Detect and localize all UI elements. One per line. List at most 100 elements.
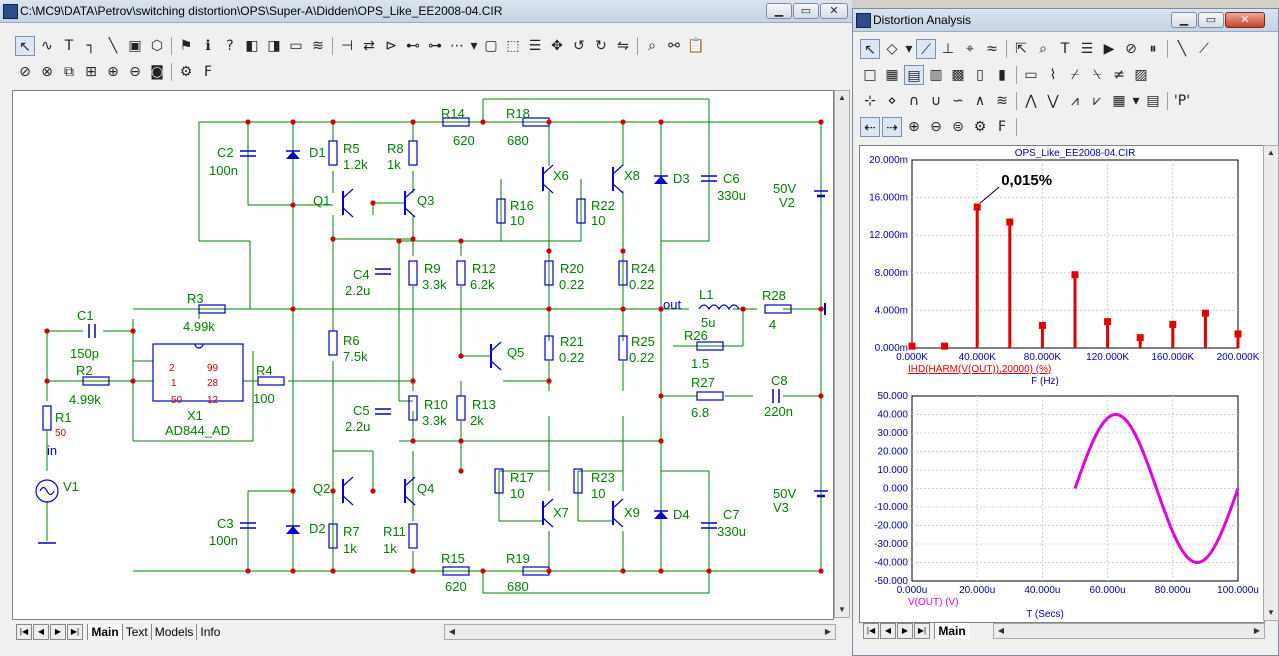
zoom-out-icon[interactable]: ⊖ <box>129 64 141 80</box>
bottom-icon[interactable]: ⩗ <box>1093 93 1101 109</box>
gate-icon[interactable]: ⊳ <box>385 38 397 54</box>
dist-tab-main[interactable]: Main <box>934 623 969 639</box>
component-2-icon[interactable]: ◨ <box>267 38 281 54</box>
dist-tab-prev-button[interactable]: ◀ <box>880 623 896 639</box>
main-titlebar[interactable]: C:\MC9\DATA\Petrov\switching distortion\… <box>0 0 852 23</box>
shapes-icon[interactable]: ◇ <box>886 41 898 57</box>
line-icon[interactable]: ╲ <box>108 38 118 54</box>
connector-icon[interactable]: ⊶ <box>428 38 442 54</box>
polygon-icon[interactable]: ⬡ <box>150 38 164 54</box>
zoom-in-icon[interactable]: ⊕ <box>107 64 119 80</box>
plot-vertical-scrollbar[interactable]: ▲ ▼ <box>1263 145 1279 621</box>
text-icon[interactable]: T <box>1060 41 1070 57</box>
tab-info[interactable]: Info <box>196 624 223 640</box>
pointer-icon[interactable]: ⇱ <box>1015 41 1027 57</box>
slope-icon[interactable]: ∧ <box>974 93 986 109</box>
help-icon[interactable]: ? <box>226 38 234 54</box>
window-icon[interactable]: ▢ <box>484 38 498 54</box>
spline-icon[interactable]: ⌇ <box>1049 67 1057 83</box>
text-icon[interactable]: T <box>64 38 74 54</box>
minor-grid-icon[interactable]: ▤ <box>904 65 924 85</box>
scroll-up-arrow[interactable]: ▲ <box>838 93 846 102</box>
high-icon[interactable]: ∩ <box>908 93 920 109</box>
border-icon[interactable]: ▭ <box>1024 67 1038 83</box>
font-icon[interactable]: F <box>203 64 213 80</box>
stop-icon[interactable]: ⊘ <box>19 64 31 80</box>
stop-icon[interactable]: ⊘ <box>1125 41 1137 57</box>
restore-button[interactable]: ▭ <box>793 3 819 19</box>
tab-last-button[interactable]: ▶| <box>67 624 83 640</box>
plot-scroll-right-arrow[interactable]: ▶ <box>1253 626 1261 635</box>
bus-icon[interactable]: ⇄ <box>363 38 375 54</box>
dropdown-arrow-icon[interactable]: ▾ <box>1132 93 1140 109</box>
dist-tab-last-button[interactable]: ▶| <box>914 623 930 639</box>
attribute-icon[interactable]: ≋ <box>312 38 324 54</box>
settings-icon[interactable]: ⚙ <box>179 64 193 80</box>
cursor-c-icon[interactable]: ≠ <box>1113 67 1125 83</box>
cursor-a-icon[interactable]: ⌿ <box>1070 67 1080 83</box>
major-grid-icon[interactable]: ▥ <box>929 67 943 83</box>
schematic-horizontal-scrollbar[interactable]: ◀ ▶ <box>444 624 836 640</box>
dist-tab-first-button[interactable]: |◀ <box>863 623 879 639</box>
dist-minimize-button[interactable]: ▁ <box>1171 12 1197 28</box>
info-icon[interactable]: ℹ <box>205 38 211 54</box>
plot-horizontal-scrollbar[interactable]: ◀ ▶ <box>993 623 1265 639</box>
zoom-in-icon[interactable]: ⊕ <box>908 119 920 135</box>
scroll-right-arrow[interactable]: ▶ <box>824 627 832 636</box>
pin-icon[interactable]: ⊣ <box>340 38 354 54</box>
copy-icon[interactable]: ⧉ <box>64 64 74 80</box>
grid-plot-icon[interactable]: ▦ <box>885 67 899 83</box>
properties-icon[interactable]: ☰ <box>1080 41 1094 57</box>
mirror-icon[interactable]: ⇋ <box>617 38 629 54</box>
camera-icon[interactable]: ◙ <box>150 64 164 80</box>
inflect-icon[interactable]: ∽ <box>952 93 964 109</box>
table-icon[interactable]: ▤ <box>1146 93 1160 109</box>
minimize-button[interactable]: ▁ <box>766 3 792 19</box>
schematic-vertical-scrollbar[interactable]: ▲ ▼ <box>834 90 850 618</box>
distortion-titlebar[interactable]: Distortion Analysis ▁ ▭ ✕ <box>853 9 1278 32</box>
select-arrow-icon[interactable]: ↖ <box>860 39 880 59</box>
font-icon[interactable]: F <box>997 119 1007 135</box>
cursor-icon[interactable]: ⌖ <box>966 41 974 57</box>
level-icon[interactable]: ≋ <box>996 93 1008 109</box>
layout-icon[interactable]: ▯ <box>976 67 984 83</box>
line-icon[interactable]: ╲ <box>1177 41 1187 57</box>
top-icon[interactable]: ⩘ <box>1071 93 1079 109</box>
tab-next-button[interactable]: ▶ <box>50 624 66 640</box>
rotate-left-icon[interactable]: ↺ <box>573 38 585 54</box>
scroll-down-arrow[interactable]: ▼ <box>838 605 846 614</box>
grid-icon[interactable]: ⋯ <box>450 38 464 54</box>
find-icon[interactable]: ⌕ <box>1039 41 1047 57</box>
dropdown-arrow-icon[interactable]: ▾ <box>905 41 913 57</box>
cursor-right-icon[interactable]: ⇢ <box>882 117 902 137</box>
valley-icon[interactable]: ⋄ <box>887 93 897 109</box>
close-button[interactable]: ✕ <box>820 3 848 19</box>
trace-icon[interactable]: ≈ <box>986 41 998 57</box>
wire-corner-icon[interactable]: ┐ <box>86 38 96 54</box>
tab-first-button[interactable]: |◀ <box>16 624 32 640</box>
comment-icon[interactable]: ▣ <box>128 38 142 54</box>
peak-icon[interactable]: ⊹ <box>864 93 876 109</box>
cancel-icon[interactable]: ⊗ <box>41 64 53 80</box>
run-icon[interactable]: ▶ <box>1103 41 1115 57</box>
select-arrow-icon[interactable]: ↖ <box>15 36 35 56</box>
tab-models[interactable]: Models <box>150 624 197 640</box>
clipboard-icon[interactable]: 📋 <box>687 38 705 54</box>
scroll-left-arrow[interactable]: ◀ <box>448 627 456 636</box>
zoom-fit-icon[interactable]: ⊜ <box>952 119 964 135</box>
axis-icon[interactable]: ⊥ <box>941 41 955 57</box>
tab-prev-button[interactable]: ◀ <box>33 624 49 640</box>
plot-scroll-left-arrow[interactable]: ◀ <box>997 626 1005 635</box>
flag-icon[interactable]: ⚑ <box>179 38 193 54</box>
plot-scroll-down-arrow[interactable]: ▼ <box>1267 608 1275 617</box>
rotate-right-icon[interactable]: ↻ <box>595 38 607 54</box>
diagonal-icon[interactable]: ⟋ <box>1199 41 1209 57</box>
paste-icon[interactable]: ⊞ <box>85 64 97 80</box>
fine-grid-icon[interactable]: ▩ <box>951 67 965 83</box>
global-high-icon[interactable]: ⋀ <box>1025 93 1037 109</box>
pause-icon[interactable]: ⏸ <box>1149 41 1157 57</box>
settings-icon[interactable]: ⚙ <box>973 119 987 135</box>
component-icon[interactable]: ◧ <box>245 38 259 54</box>
